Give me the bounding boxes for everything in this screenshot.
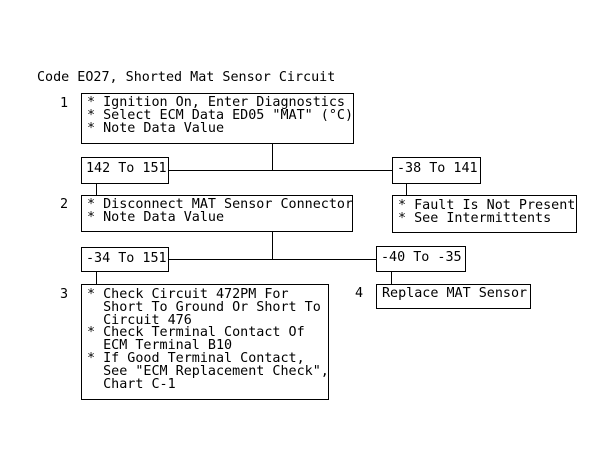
step-1-number: 1 bbox=[60, 96, 69, 111]
connector-step2-down bbox=[272, 232, 273, 259]
connector-branch1-left-down bbox=[96, 184, 97, 195]
step-2-box: * Disconnect MAT Sensor Connector * Note… bbox=[81, 195, 353, 232]
step-1-box: * Ignition On, Enter Diagnostics * Selec… bbox=[81, 93, 354, 144]
step-3-box: * Check Circuit 472PM For Short To Groun… bbox=[81, 284, 329, 400]
fault-not-present-box: * Fault Is Not Present * See Intermitten… bbox=[392, 195, 577, 233]
connector-branch2-left-down bbox=[96, 272, 97, 284]
range-142-to-151-box: 142 To 151 bbox=[81, 157, 169, 184]
connector-branch2-right-down bbox=[391, 272, 392, 284]
connector-rail-1 bbox=[169, 170, 392, 171]
chart-title: Code EO27, Shorted Mat Sensor Circuit bbox=[37, 70, 336, 85]
connector-step1-down bbox=[272, 144, 273, 170]
connector-branch1-right-down bbox=[406, 184, 407, 195]
step-4-box: Replace MAT Sensor bbox=[376, 284, 531, 309]
step-4-number: 4 bbox=[355, 286, 364, 301]
range-neg34-to-151-box: -34 To 151 bbox=[81, 247, 169, 272]
step-3-number: 3 bbox=[60, 287, 69, 302]
step-2-number: 2 bbox=[60, 197, 69, 212]
range-neg38-to-141-box: -38 To 141 bbox=[392, 157, 481, 184]
range-neg40-to-neg35-box: -40 To -35 bbox=[376, 246, 466, 272]
connector-rail-2 bbox=[169, 259, 376, 260]
